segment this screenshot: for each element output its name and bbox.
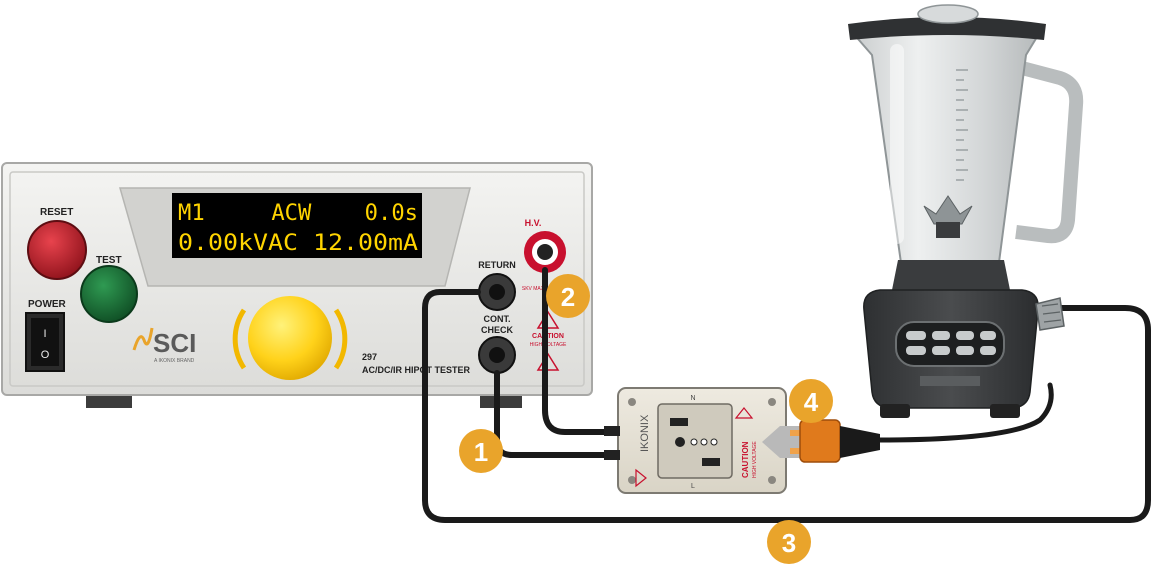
brand-tagline: A IKONIX BRAND — [154, 358, 195, 364]
callout-4-number: 4 — [804, 387, 819, 417]
tester-high-voltage-label: HIGH VOLTAGE — [530, 342, 567, 348]
model-number: 297 — [362, 352, 377, 362]
callouts: 1 2 3 4 — [459, 274, 833, 564]
power-label: POWER — [28, 299, 67, 310]
hv-sub-label: SKV MAX — [522, 286, 545, 292]
blender-button[interactable] — [980, 331, 996, 340]
blender-button[interactable] — [906, 346, 926, 355]
power-plug — [790, 419, 880, 463]
callout-2-number: 2 — [561, 282, 575, 312]
blender-blade — [923, 195, 973, 225]
sci-wave-logo-icon — [132, 327, 154, 351]
blender-control-panel — [895, 321, 1005, 367]
blender-lid-cap — [917, 4, 979, 24]
rotary-knob[interactable] — [248, 296, 332, 380]
callout-3-number: 3 — [782, 528, 796, 558]
blender-button[interactable] — [906, 331, 926, 340]
model-name: AC/DC/IR HIPOT TESTER — [362, 365, 471, 375]
display-line-2: 0.00kVAC 12.00mA — [178, 231, 418, 256]
brand-name: SCI — [153, 328, 196, 358]
ground-clamp — [1035, 297, 1065, 331]
blender — [848, 4, 1084, 418]
adapter-l-mark: L — [691, 483, 695, 490]
cont-check-label-1: CONT. — [484, 314, 511, 324]
test-button[interactable] — [80, 265, 138, 323]
hipot-tester: M1 ACW 0.0s 0.00kVAC 12.00mA RESET TEST … — [1, 162, 593, 408]
callout-2: 2 — [546, 274, 590, 318]
blender-handle — [1015, 61, 1084, 244]
blender-button[interactable] — [980, 346, 996, 355]
adapter-high-voltage: HIGH VOLTAGE — [752, 441, 758, 478]
reset-button[interactable] — [27, 220, 87, 280]
blender-button[interactable] — [956, 331, 974, 340]
warning-triangle-icon — [635, 468, 647, 488]
return-label: RETURN — [478, 260, 516, 270]
cont-check-label-2: CHECK — [481, 325, 514, 335]
plug-body — [799, 419, 841, 463]
callout-1: 1 — [459, 429, 503, 473]
knob-arc-left — [232, 308, 247, 370]
test-adapter: N L IKONIX CAUTION HIGH VOLTAGE — [604, 387, 800, 494]
power-on-symbol: I — [43, 328, 46, 340]
blender-button[interactable] — [956, 346, 974, 355]
adapter-caution: CAUTION — [741, 441, 750, 478]
reset-label: RESET — [40, 207, 73, 218]
blender-power-cord — [877, 382, 1054, 443]
adapter-n-mark: N — [690, 395, 695, 402]
blender-lid — [848, 17, 1046, 40]
power-off-symbol: O — [41, 349, 50, 361]
display-line-1: M1 ACW 0.0s — [178, 201, 418, 226]
blender-button[interactable] — [932, 331, 950, 340]
blender-button[interactable] — [932, 346, 950, 355]
warning-triangle-icon — [734, 407, 754, 419]
return-cable — [422, 289, 1151, 523]
hv-cable — [542, 267, 618, 435]
callout-3: 3 — [767, 520, 811, 564]
adapter-brand: IKONIX — [639, 414, 651, 452]
callout-1-number: 1 — [474, 437, 488, 467]
hv-label: H.V. — [525, 218, 542, 228]
lcd-display — [172, 193, 422, 258]
test-label: TEST — [96, 255, 122, 266]
knob-arc-right — [333, 308, 348, 370]
callout-4: 4 — [789, 379, 833, 423]
